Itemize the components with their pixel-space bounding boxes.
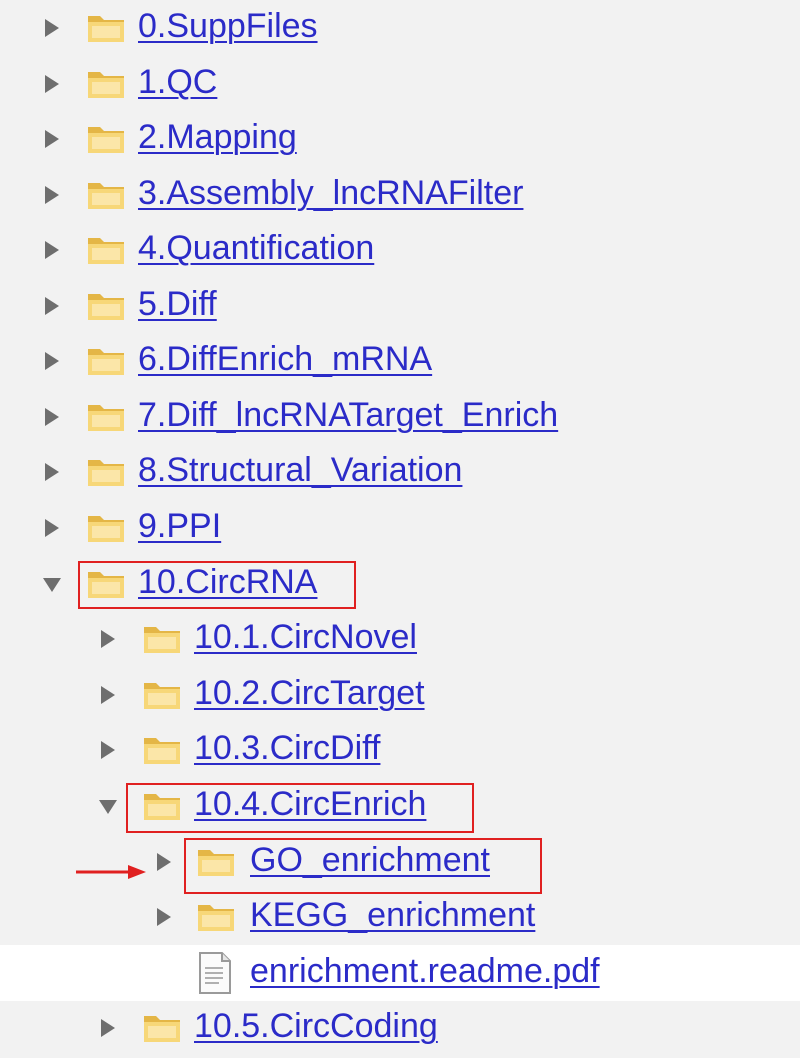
folder-icon — [86, 510, 126, 544]
tree-item-label[interactable]: enrichment.readme.pdf — [250, 952, 600, 990]
folder-icon — [86, 177, 126, 211]
tree-item-label[interactable]: 4.Quantification — [138, 229, 375, 267]
tree-item-label[interactable]: 3.Assembly_lncRNAFilter — [138, 174, 524, 212]
tree-item-label[interactable]: 10.4.CircEnrich — [194, 785, 427, 823]
folder-icon — [86, 10, 126, 44]
tree-item-label[interactable]: 9.PPI — [138, 507, 222, 545]
triangle-right-icon[interactable] — [40, 183, 64, 207]
folder-icon — [86, 66, 126, 100]
tree-item-label[interactable]: 2.Mapping — [138, 118, 297, 156]
folder-icon — [86, 232, 126, 266]
tree-item-label[interactable]: 10.2.CircTarget — [194, 674, 425, 712]
folder-icon — [196, 844, 236, 878]
red-arrow-icon — [76, 865, 146, 879]
tree-row-9-ppi[interactable]: 9.PPI — [0, 500, 800, 556]
triangle-right-icon[interactable] — [96, 738, 120, 762]
folder-icon — [86, 121, 126, 155]
tree-row-kegg-enrichment[interactable]: KEGG_enrichment — [0, 889, 800, 945]
triangle-right-icon[interactable] — [40, 405, 64, 429]
folder-icon — [142, 677, 182, 711]
tree-row-3-assembly[interactable]: 3.Assembly_lncRNAFilter — [0, 167, 800, 223]
folder-icon — [196, 899, 236, 933]
tree-row-6-diffenrich-mrna[interactable]: 6.DiffEnrich_mRNA — [0, 333, 800, 389]
triangle-right-icon[interactable] — [40, 460, 64, 484]
tree-item-label[interactable]: 10.CircRNA — [138, 563, 318, 601]
triangle-down-icon[interactable] — [96, 794, 120, 818]
triangle-right-icon[interactable] — [40, 72, 64, 96]
pdf-file-icon — [196, 951, 234, 995]
tree-row-0-suppfiles[interactable]: 0.SuppFiles — [0, 0, 800, 56]
tree-item-label[interactable]: 6.DiffEnrich_mRNA — [138, 340, 433, 378]
triangle-right-icon[interactable] — [40, 349, 64, 373]
tree-row-go-enrichment[interactable]: GO_enrichment — [0, 834, 800, 890]
tree-item-label[interactable]: GO_enrichment — [250, 841, 490, 879]
tree-item-label[interactable]: 10.1.CircNovel — [194, 618, 417, 656]
tree-row-4-quantification[interactable]: 4.Quantification — [0, 222, 800, 278]
tree-row-10-4-circenrich[interactable]: 10.4.CircEnrich — [0, 778, 800, 834]
tree-item-label[interactable]: 0.SuppFiles — [138, 7, 318, 45]
triangle-right-icon[interactable] — [96, 683, 120, 707]
tree-item-label[interactable]: 7.Diff_lncRNATarget_Enrich — [138, 396, 559, 434]
tree-row-1-qc[interactable]: 1.QC — [0, 56, 800, 112]
tree-row-10-circrna[interactable]: 10.CircRNA — [0, 556, 800, 612]
folder-icon — [142, 788, 182, 822]
tree-item-label[interactable]: KEGG_enrichment — [250, 896, 536, 934]
tree-item-label[interactable]: 10.5.CircCoding — [194, 1007, 438, 1045]
triangle-right-icon[interactable] — [40, 294, 64, 318]
folder-icon — [142, 732, 182, 766]
tree-row-7-lncrnatarget[interactable]: 7.Diff_lncRNATarget_Enrich — [0, 389, 800, 445]
tree-row-8-structural-variation[interactable]: 8.Structural_Variation — [0, 444, 800, 500]
folder-icon — [86, 399, 126, 433]
tree-item-label[interactable]: 10.3.CircDiff — [194, 729, 381, 767]
tree-row-10-2-circtarget[interactable]: 10.2.CircTarget — [0, 667, 800, 723]
tree-item-label[interactable]: 5.Diff — [138, 285, 217, 323]
triangle-right-icon[interactable] — [96, 1016, 120, 1040]
folder-icon — [86, 343, 126, 377]
folder-icon — [142, 1010, 182, 1044]
triangle-down-icon[interactable] — [40, 572, 64, 596]
tree-row-10-5-circcoding[interactable]: 10.5.CircCoding — [0, 1000, 800, 1056]
folder-icon — [86, 454, 126, 488]
tree-item-label[interactable]: 8.Structural_Variation — [138, 451, 463, 489]
tree-row-enrichment-readme-pdf[interactable]: enrichment.readme.pdf — [0, 945, 800, 1001]
tree-item-label[interactable]: 1.QC — [138, 63, 218, 101]
triangle-right-icon[interactable] — [40, 127, 64, 151]
folder-icon — [86, 288, 126, 322]
triangle-right-icon[interactable] — [96, 627, 120, 651]
triangle-right-icon[interactable] — [40, 16, 64, 40]
folder-icon — [86, 566, 126, 600]
tree-row-5-diff[interactable]: 5.Diff — [0, 278, 800, 334]
triangle-right-icon[interactable] — [40, 238, 64, 262]
tree-row-2-mapping[interactable]: 2.Mapping — [0, 111, 800, 167]
triangle-right-icon[interactable] — [152, 905, 176, 929]
folder-icon — [142, 621, 182, 655]
triangle-right-icon[interactable] — [152, 850, 176, 874]
triangle-right-icon[interactable] — [40, 516, 64, 540]
tree-row-10-1-circnovel[interactable]: 10.1.CircNovel — [0, 611, 800, 667]
tree-row-10-3-circdiff[interactable]: 10.3.CircDiff — [0, 722, 800, 778]
